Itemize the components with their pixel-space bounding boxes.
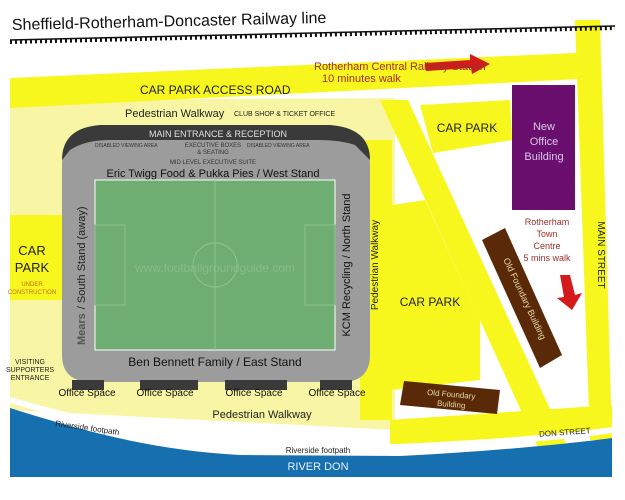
railway-rail — [9, 25, 616, 41]
mid-level-suite-label: MID LEVEL EXECUTIVE SUITE — [170, 160, 256, 166]
car-park-middle-right[interactable] — [392, 200, 480, 390]
arrow-down-icon — [557, 275, 582, 310]
car-park-access-road-label: CAR PARK ACCESS ROAD — [140, 83, 291, 97]
visiting-entrance-line2: SUPPORTERS — [6, 367, 54, 374]
town-centre-line2: Town — [536, 229, 557, 239]
car-park-top-right-label: CAR PARK — [437, 121, 497, 135]
office-block-2 — [140, 380, 198, 390]
watermark: www.footballgroundguide.com — [134, 261, 295, 275]
old-foundary-building-box — [400, 381, 500, 414]
arrow-right-icon — [425, 54, 490, 74]
office-space-2: Office Space — [136, 388, 194, 399]
office-block-1 — [72, 380, 104, 390]
car-park-top-right[interactable] — [420, 100, 512, 153]
station-walk-label: 10 minutes walk — [322, 73, 401, 85]
old-foundary-box-line2: Building — [437, 399, 466, 410]
new-office-line3: Building — [524, 151, 563, 163]
executive-seating-label: & SEATING — [197, 150, 229, 156]
river-don-label: RIVER DON — [287, 461, 348, 473]
car-park-left[interactable] — [10, 215, 62, 300]
main-entrance-label: MAIN ENTRANCE & RECEPTION — [149, 129, 287, 139]
riverside-footpath — [9, 397, 613, 451]
visiting-entrance-line3: ENTRANCE — [11, 375, 50, 382]
new-office-line2: Office — [530, 136, 559, 148]
old-foundary-building-diagonal — [482, 228, 562, 368]
main-street-road[interactable] — [575, 20, 612, 440]
office-space-1: Office Space — [58, 388, 116, 399]
penalty-area-left — [94, 224, 126, 306]
railway-line — [9, 26, 616, 44]
don-street-road[interactable] — [390, 405, 612, 448]
under-construction-line1: UNDER — [21, 282, 43, 288]
penalty-area-right — [304, 224, 336, 306]
diagonal-road[interactable] — [380, 100, 578, 470]
club-shop-label: CLUB SHOP & TICKET OFFICE — [234, 111, 335, 118]
pedestrian-walkway-right: Pedestrian Walkway — [370, 220, 381, 310]
office-block-4 — [320, 380, 352, 390]
new-office-line1: New — [533, 121, 555, 133]
river-don — [10, 408, 612, 477]
station-label: Rotherham Central Railway Station — [314, 61, 486, 73]
pedestrian-walkway-bottom: Pedestrian Walkway — [212, 409, 312, 421]
office-space-3: Office Space — [225, 388, 283, 399]
car-park-left-line2: PARK — [15, 260, 50, 275]
old-foundary-box-line1: Old Foundary — [427, 388, 476, 401]
disabled-area-right: DISABLED VIEWING AREA — [247, 143, 310, 149]
car-park-left-line1: CAR — [18, 243, 45, 258]
east-stand-label: Ben Bennett Family / East Stand — [128, 355, 301, 369]
disabled-area-left: DISABLED VIEWING AREA — [95, 143, 158, 149]
office-block-3 — [225, 380, 287, 390]
town-centre-line3: Centre — [533, 241, 560, 251]
stadium-roof — [62, 125, 370, 160]
don-street-label: DON STREET — [539, 426, 591, 439]
pedestrian-walkway-top: Pedestrian Walkway — [125, 108, 225, 120]
executive-boxes-label: EXECUTIVE BOXES — [185, 143, 241, 149]
centre-circle — [192, 242, 238, 288]
north-stand-label: KCM Recycling / North Stand — [341, 193, 353, 336]
riverside-footpath-center: Riverside footpath — [286, 446, 350, 455]
car-park-middle-right-label: CAR PARK — [400, 295, 460, 309]
railway-label: Sheffield-Rotherham-Doncaster Railway li… — [12, 10, 327, 34]
town-centre-line4: 5 mins walk — [523, 253, 571, 263]
visiting-entrance-line1: VISITING — [15, 359, 45, 366]
office-space-4: Office Space — [308, 388, 366, 399]
main-street-label: MAIN STREET — [595, 221, 606, 288]
town-centre-line1: Rotherham — [525, 217, 570, 227]
west-stand-label: Eric Twigg Food & Pukka Pies / West Stan… — [107, 168, 320, 180]
under-construction-line2: CONSTRUCTION — [8, 290, 56, 296]
new-office-building — [512, 85, 575, 210]
south-stand-label: Mears/ South Stand (away) — [76, 206, 88, 345]
